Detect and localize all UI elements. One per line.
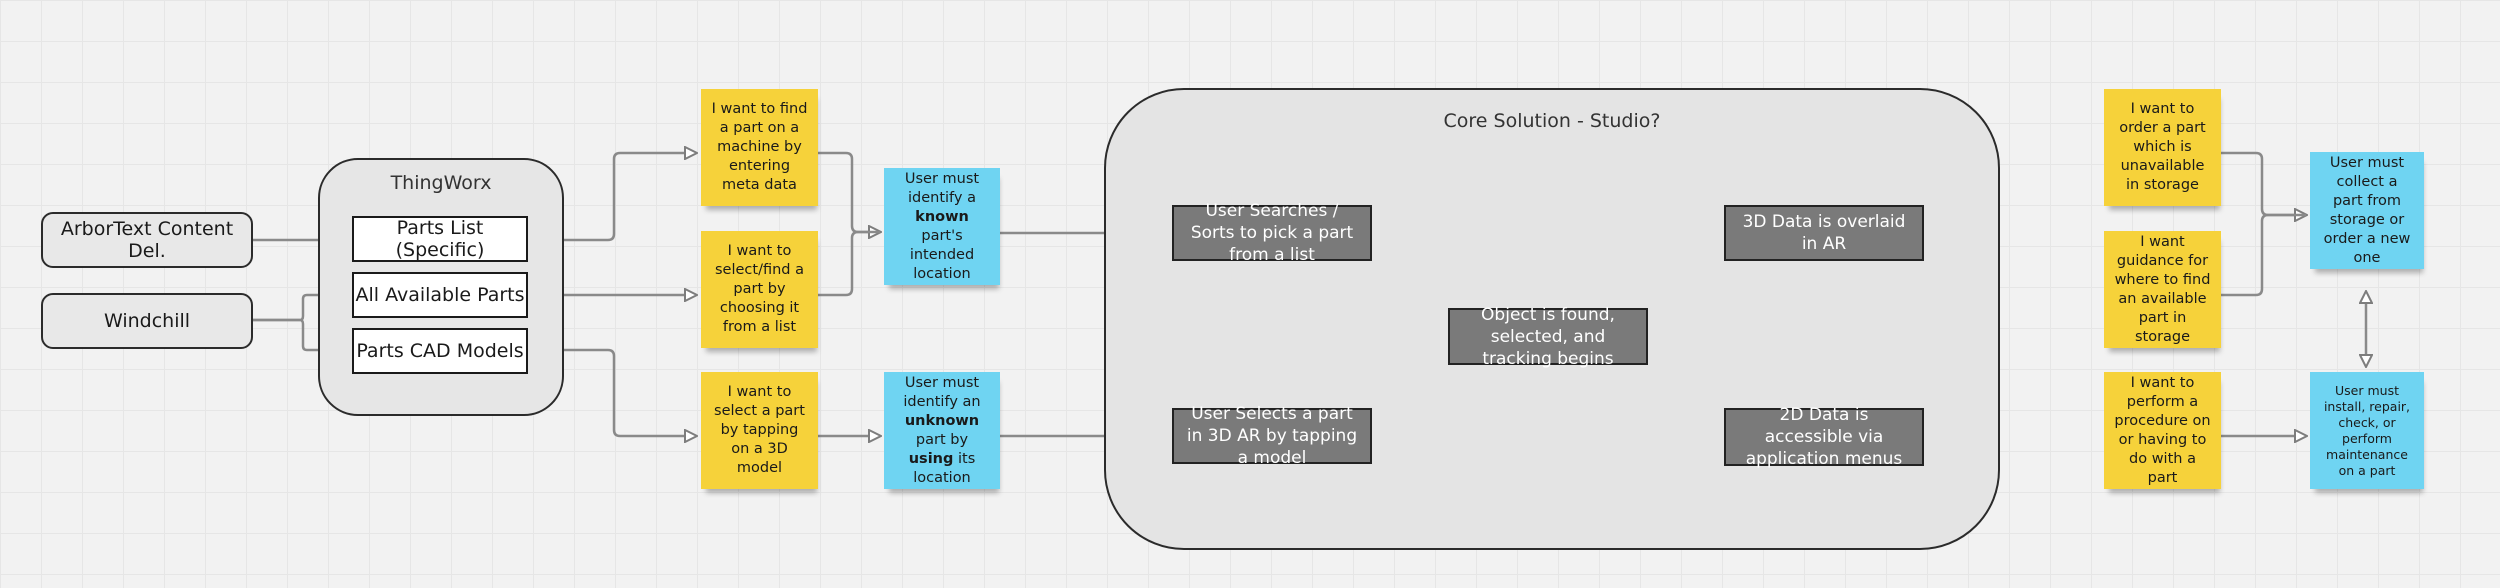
identify-known-text: User must identify a known part's intend… (904, 170, 980, 282)
sticky-select-by-tap[interactable]: I want to select a part by tapping on a … (701, 372, 818, 489)
box-object-found[interactable]: Object is found, selected, and tracking … (1448, 305, 1648, 369)
connector-cad-to-select-tap (528, 348, 696, 436)
thingworx-item-all-parts[interactable]: All Available Parts (352, 272, 528, 318)
box-2d-menus[interactable]: 2D Data is accessible via application me… (1724, 405, 1924, 469)
thingworx-title: ThingWorx (390, 172, 492, 194)
connector-find-meta-to-known (818, 151, 880, 232)
sticky-identify-unknown[interactable]: User must identify an unknown part by us… (884, 372, 1000, 489)
core-solution-title: Core Solution - Studio? (1443, 110, 1661, 132)
thingworx-item-parts-list[interactable]: Parts List (Specific) (352, 216, 528, 262)
connector-guidance-to-collect (2221, 213, 2306, 297)
sticky-procedure[interactable]: I want to perform a procedure on or havi… (2104, 372, 2221, 489)
box-search-sort[interactable]: User Searches / Sorts to pick a part fro… (1172, 201, 1372, 265)
sticky-select-from-list[interactable]: I want to select/find a part by choosing… (701, 231, 818, 348)
identify-unknown-text: User must identify an unknown part by us… (903, 374, 981, 486)
source-windchill[interactable]: Windchill (41, 293, 253, 349)
connector-select-list-to-known (818, 230, 880, 297)
thingworx-item-cad-models[interactable]: Parts CAD Models (352, 328, 528, 374)
sticky-maintain-part[interactable]: User must install, repair, check, or per… (2310, 372, 2424, 489)
connector-order-to-collect (2221, 151, 2306, 215)
sticky-collect-part[interactable]: User must collect a part from storage or… (2310, 152, 2424, 269)
sticky-guidance[interactable]: I want guidance for where to find an ava… (2104, 231, 2221, 348)
connector-windchill-to-cad (253, 318, 352, 350)
sticky-find-part-meta[interactable]: I want to find a part on a machine by en… (701, 89, 818, 206)
sticky-order-part[interactable]: I want to order a part which is unavaila… (2104, 89, 2221, 206)
connector-parts-list-to-find-meta (528, 153, 696, 242)
box-overlay-ar[interactable]: 3D Data is overlaid in AR (1724, 205, 1924, 261)
source-arbortext[interactable]: ArborText Content Del. (41, 212, 253, 268)
box-select-3d[interactable]: User Selects a part in 3D AR by tapping … (1172, 404, 1372, 468)
sticky-identify-known[interactable]: User must identify a known part's intend… (884, 168, 1000, 285)
